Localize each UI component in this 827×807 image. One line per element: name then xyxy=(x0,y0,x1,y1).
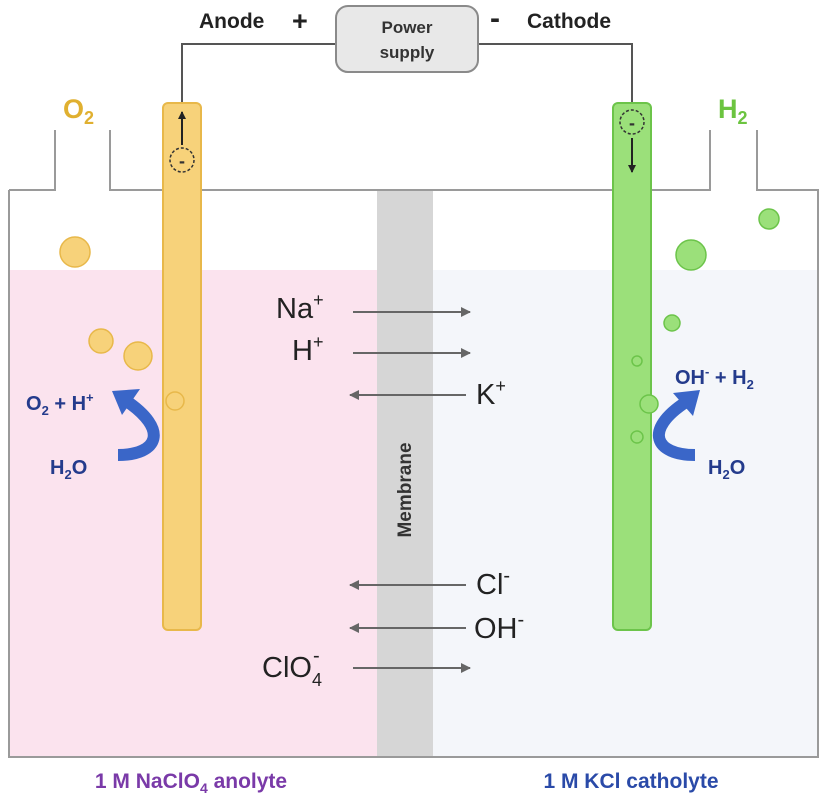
oxygen-bubble xyxy=(59,236,91,268)
oxygen-bubble xyxy=(165,391,185,411)
cathode-reactant-label: H2O xyxy=(708,457,745,482)
anode-label: Anode xyxy=(199,10,264,33)
anode-reactant-h: H xyxy=(50,457,64,479)
anode-wire xyxy=(181,43,336,103)
hydrogen-bubble xyxy=(758,208,780,230)
cathode-label: Cathode xyxy=(527,10,611,33)
hydrogen-bubble xyxy=(663,314,681,332)
hydrogen-gas-label: H2 xyxy=(718,94,748,128)
hydrogen-gas-base: H xyxy=(718,94,738,124)
cathode-reactant-o: O xyxy=(730,457,746,479)
power-supply-label-1: Power xyxy=(381,18,432,37)
ion-arrows xyxy=(349,307,471,673)
oxygen-bubble xyxy=(123,341,153,371)
anolyte-label-prefix: 1 M NaClO xyxy=(95,770,200,793)
oxygen-bubble xyxy=(88,328,114,354)
anode-electrode xyxy=(162,102,202,631)
hydroxide-ion-sup: - xyxy=(518,609,525,631)
anode-product-plus-h: + H xyxy=(49,393,86,415)
cathode-minus-sign: - xyxy=(490,2,500,35)
potassium-ion-label: K+ xyxy=(476,376,506,411)
membrane-label: Membrane xyxy=(395,442,416,537)
cathode-product-h-sub: 2 xyxy=(747,377,754,392)
hydrogen-bubbles xyxy=(630,208,780,444)
hydrogen-bubble xyxy=(675,239,707,271)
chloride-ion-sup: - xyxy=(503,565,510,587)
catholyte-label: 1 M KCl catholyte xyxy=(543,770,718,793)
sodium-ion-sup: + xyxy=(313,290,324,310)
potassium-ion-sup: + xyxy=(495,376,506,396)
cathode-reaction-arrow xyxy=(652,396,696,461)
anode-product-o-sub: 2 xyxy=(42,403,49,418)
cathode-electron-symbol: - xyxy=(629,113,635,133)
anode-reactant-label: H2O xyxy=(50,457,87,482)
potassium-ion-base: K xyxy=(476,379,496,411)
anode-product-h-sup: + xyxy=(86,390,94,405)
cathode-product-oh-sup: - xyxy=(705,364,709,379)
hydrogen-gas-sub: 2 xyxy=(738,108,748,128)
anode-reaction-arrow xyxy=(117,395,160,461)
cathode-reactant-h: H xyxy=(708,457,722,479)
perchlorate-ion-sup: - xyxy=(313,645,320,667)
proton-ion-sup: + xyxy=(313,332,324,352)
perchlorate-ion-base: ClO xyxy=(262,652,312,684)
power-supply-label-2: supply xyxy=(380,43,435,62)
hydrogen-bubble xyxy=(630,430,644,444)
cathode-product-oh: OH xyxy=(675,367,705,389)
cathode-reaction-arrowhead xyxy=(673,390,700,416)
cathode-product-plus-h: + H xyxy=(709,367,746,389)
anode-plus-sign: + xyxy=(292,6,308,36)
cathode-electron-icon xyxy=(619,109,645,135)
anode-reaction-arrowhead xyxy=(112,389,140,415)
oxygen-gas-sub: 2 xyxy=(84,108,94,128)
oxygen-bubbles xyxy=(59,236,185,411)
membrane xyxy=(377,190,433,757)
perchlorate-ion-label: ClO4 - xyxy=(262,645,322,690)
proton-ion-base: H xyxy=(292,335,313,367)
cathode-electrode xyxy=(612,102,652,631)
anode-electron-icon xyxy=(169,147,195,173)
anode-reactant-o: O xyxy=(72,457,88,479)
anolyte-label: 1 M NaClO4 anolyte xyxy=(95,770,287,796)
hydrogen-bubble xyxy=(631,355,643,367)
power-supply-box xyxy=(335,5,479,73)
hydroxide-ion-label: OH- xyxy=(474,609,524,645)
hydroxide-ion-base: OH xyxy=(474,613,518,645)
chloride-ion-label: Cl- xyxy=(476,565,510,601)
cathode-product-label: OH- + H2 xyxy=(675,364,754,392)
hydrogen-bubble xyxy=(639,394,659,414)
anode-product-o: O xyxy=(26,393,42,415)
oxygen-gas-base: O xyxy=(63,94,84,124)
perchlorate-ion-sub: 4 xyxy=(312,670,322,690)
oxygen-gas-label: O2 xyxy=(63,94,94,128)
chloride-ion-base: Cl xyxy=(476,569,503,601)
proton-ion-label: H+ xyxy=(292,332,323,367)
anode-product-label: O2 + H+ xyxy=(26,390,94,418)
cathode-reactant-h-sub: 2 xyxy=(722,467,729,482)
sodium-ion-base: Na xyxy=(276,293,314,325)
anolyte-label-suffix: anolyte xyxy=(208,770,287,793)
anolyte-label-sub: 4 xyxy=(200,780,208,796)
anode-electron-symbol: - xyxy=(179,151,185,171)
anode-reactant-h-sub: 2 xyxy=(64,467,71,482)
sodium-ion-label: Na+ xyxy=(276,290,324,325)
cathode-wire xyxy=(478,43,633,103)
cell-outline xyxy=(8,130,819,758)
